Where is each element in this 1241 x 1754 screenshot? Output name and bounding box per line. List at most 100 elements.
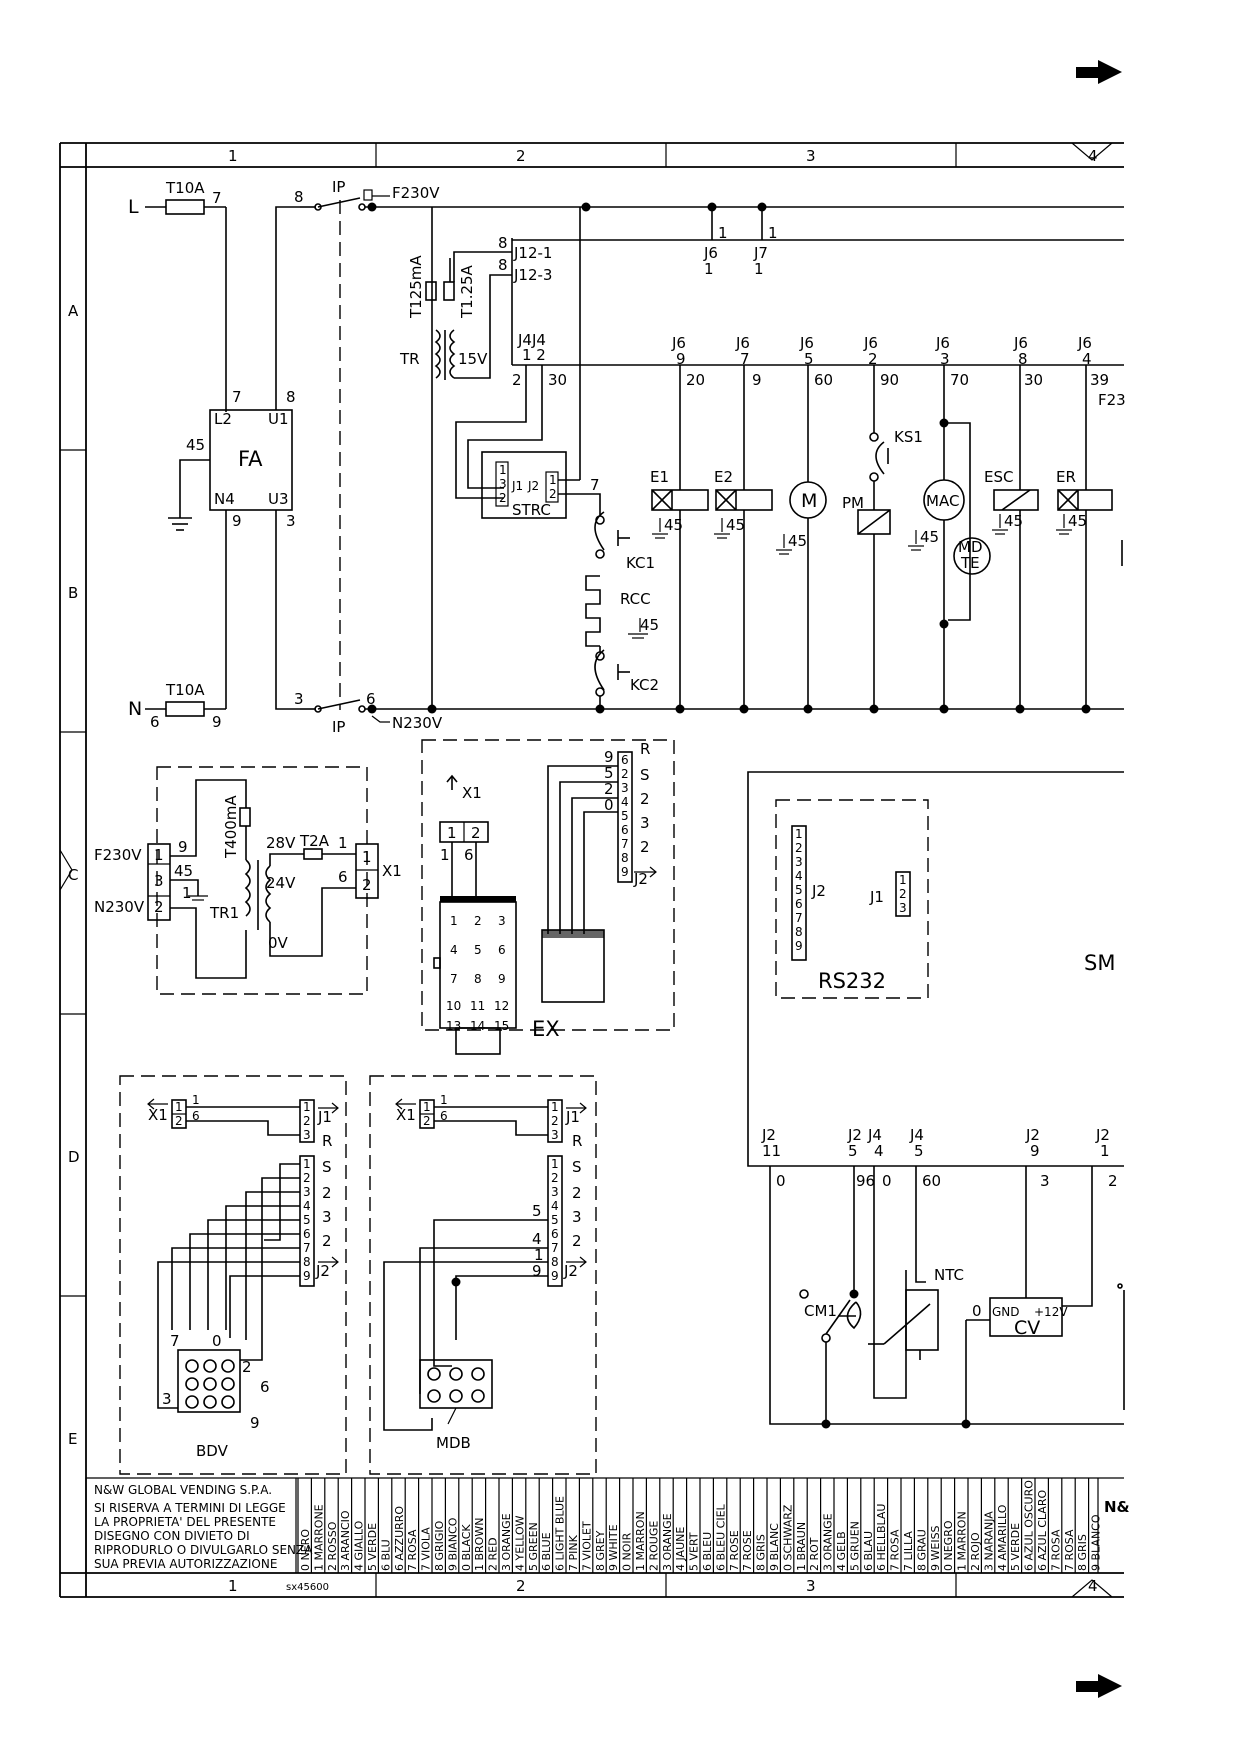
svg-text:3: 3 [303,1185,311,1199]
svg-text:S: S [322,1158,332,1176]
svg-text:0: 0 [604,796,614,814]
svg-text:SI RISERVA A TERMINI DI LEGGE: SI RISERVA A TERMINI DI LEGGE [94,1501,286,1515]
svg-text:3: 3 [303,1128,311,1142]
svg-text:3: 3 [322,1208,332,1226]
svg-text:90: 90 [880,371,899,389]
color-legend-entry: 4 GELB [835,1531,848,1571]
svg-text:4: 4 [795,869,803,883]
svg-text:8: 8 [795,925,803,939]
color-legend-entry: 7 ROSE [728,1530,741,1571]
zone-col-3-bottom: 3 [806,1577,816,1595]
color-legend-entry: 3 ORANGE [822,1513,835,1571]
svg-text:6: 6 [551,1227,559,1241]
svg-text:3: 3 [572,1208,582,1226]
svg-text:9: 9 [498,972,506,986]
svg-text:1: 1 [551,1100,559,1114]
svg-text:TE: TE [960,554,980,572]
svg-text:14: 14 [470,1019,485,1033]
svg-text:1: 1 [303,1100,311,1114]
svg-text:9: 9 [621,865,629,879]
load-e2: J6 7 9 E2 45 [714,334,773,709]
svg-text:N&: N& [1104,1498,1130,1516]
svg-text:2: 2 [795,841,803,855]
svg-text:J6: J6 [671,334,686,352]
svg-text:7: 7 [551,1241,559,1255]
svg-text:11: 11 [470,999,485,1013]
color-legend-entry: 8 GRIGIO [433,1520,446,1571]
svg-text:9: 9 [532,1262,542,1280]
svg-text:J6: J6 [799,334,814,352]
svg-text:CV: CV [1014,1317,1040,1339]
color-legend-entry: 9 BLANCO [1090,1514,1103,1571]
svg-text:1: 1 [423,1100,431,1114]
color-legend-entry: 2 RED [487,1537,500,1571]
svg-text:0: 0 [972,1302,982,1320]
svg-text:8: 8 [498,234,508,252]
svg-text:45: 45 [174,862,193,880]
control-transformer: T125mA T1.25A TR 15V 8 8 J12-1 J12-3 [399,207,1124,709]
svg-text:X1: X1 [396,1106,416,1124]
color-legend-entry: 6 LIGHT BLUE [554,1496,567,1571]
svg-text:15V: 15V [458,350,488,368]
svg-text:45: 45 [1004,512,1023,530]
svg-text:6: 6 [498,943,506,957]
color-legend-entry: 1 MARRON [956,1511,969,1571]
color-legend-entry: 9 BLANC [768,1523,781,1571]
zone-row-c: C [68,866,78,884]
svg-text:45: 45 [788,532,807,550]
svg-text:X1: X1 [148,1106,168,1124]
svg-text:T2A: T2A [299,832,330,850]
svg-text:7: 7 [590,476,600,494]
svg-text:MAC: MAC [926,492,959,510]
svg-text:KS1: KS1 [894,428,923,446]
svg-text:PM: PM [842,494,864,512]
svg-text:2: 2 [621,767,629,781]
zone-col-3: 3 [806,147,816,165]
svg-text:ESC: ESC [984,468,1013,486]
conn-j12-1: J12-1 [513,244,552,262]
svg-text:6: 6 [150,713,160,731]
svg-text:J4: J4 [867,1126,882,1144]
mains-section: L T10A 7 N T10A 6 9 FA L2 U1 N4 U3 7 8 4… [128,178,1124,736]
svg-text:9: 9 [232,512,242,530]
next-page-arrow-bottom-icon[interactable] [1076,1674,1122,1698]
svg-text:J6: J6 [735,334,750,352]
svg-text:1: 1 [192,1093,200,1107]
svg-text:J2: J2 [1025,1126,1040,1144]
color-legend-entry: 6 BLU [379,1539,392,1571]
color-legend-entry: 6 AZZURRO [393,1506,406,1571]
zone-col-2-bottom: 2 [516,1577,526,1595]
bdv-connector [177,1349,241,1413]
main-switch-label: IP [332,178,345,196]
company-name: N&W GLOBAL VENDING S.P.A. [94,1483,272,1497]
color-legend-entry: 7 LILLA [902,1531,915,1571]
svg-text:1: 1 [795,827,803,841]
svg-text:8: 8 [551,1255,559,1269]
load-e1: J6 9 20 E1 45 [650,334,709,709]
neutral-label: N [128,698,142,720]
next-page-arrow-icon[interactable] [1076,60,1122,84]
top-connectors: 1 J6 1 1 J7 1 [703,207,778,278]
svg-text:45: 45 [726,516,745,534]
color-legend-entry: 5 VERDE [366,1523,379,1571]
svg-text:1: 1 [551,1157,559,1171]
rs232-j2-connector [791,825,807,961]
color-legend-entry: 2 ROT [808,1537,821,1571]
svg-text:1: 1 [899,873,907,887]
svg-text:45: 45 [640,616,659,634]
color-legend-entry: 5 GREEN [527,1522,540,1571]
svg-text:45: 45 [186,436,205,454]
svg-text:J2: J2 [563,1262,578,1280]
svg-text:1: 1 [440,846,450,864]
color-legend-entry: 6 AZUL CLARO [1036,1490,1049,1571]
svg-text:2: 2 [899,887,907,901]
color-legend-entry: 2 ROUGE [647,1521,660,1571]
svg-text:2: 2 [512,371,522,389]
svg-text:S: S [572,1158,582,1176]
zone-row-d: D [68,1148,80,1166]
svg-text:39: 39 [1090,371,1109,389]
svg-text:5: 5 [551,1213,559,1227]
color-legend-entry: 1 BROWN [473,1518,486,1571]
svg-text:2: 2 [423,1114,431,1128]
color-legend-entry: 7 ROSE [741,1530,754,1571]
